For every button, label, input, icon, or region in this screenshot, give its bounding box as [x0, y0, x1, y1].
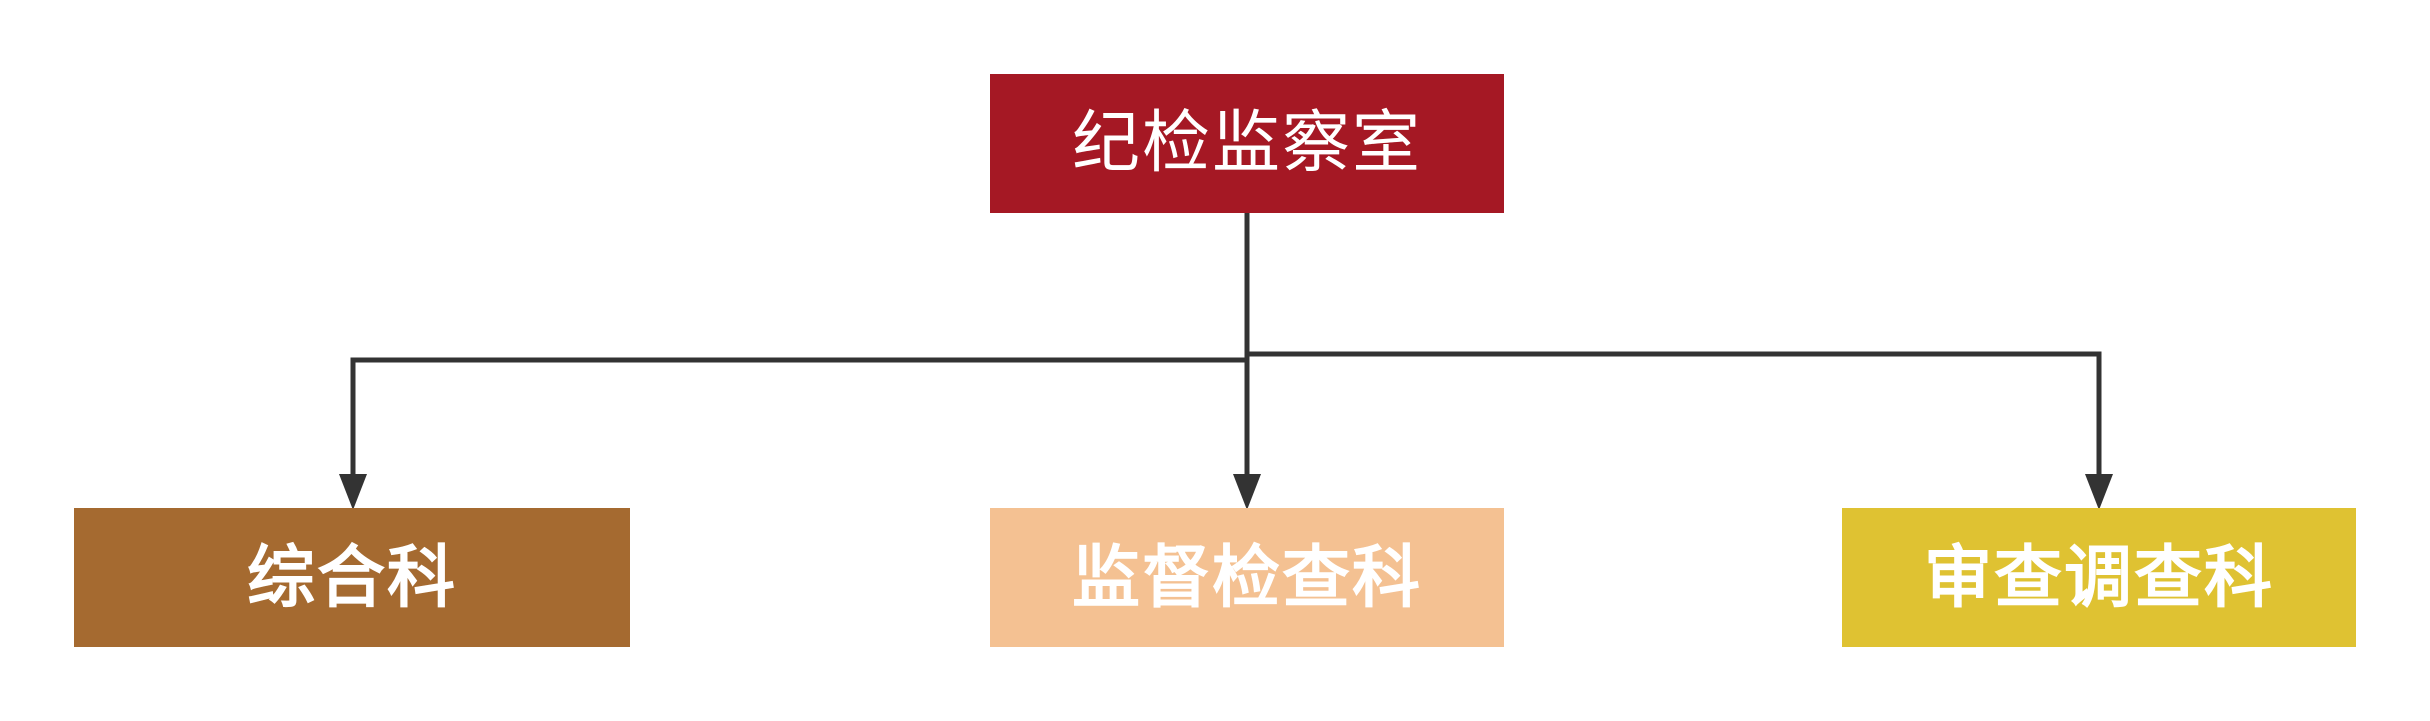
connector-root-to-general — [350, 210, 1250, 483]
arrowhead-general — [339, 474, 367, 510]
node-supervision-section: 监督检查科 — [990, 508, 1504, 647]
node-investigation-section: 审查调查科 — [1842, 508, 2356, 647]
node-investigation-label: 审查调查科 — [1923, 537, 2274, 618]
node-root-label: 纪检监察室 — [1071, 103, 1422, 183]
arrowhead-supervision — [1233, 474, 1261, 510]
node-general-section: 综合科 — [74, 508, 630, 647]
arrowhead-investigation — [2085, 474, 2113, 510]
node-root-discipline-office: 纪检监察室 — [990, 74, 1504, 213]
node-supervision-label: 监督检查科 — [1071, 537, 1422, 618]
node-general-label: 综合科 — [246, 537, 457, 618]
connector-root-to-investigation — [1244, 351, 2102, 483]
